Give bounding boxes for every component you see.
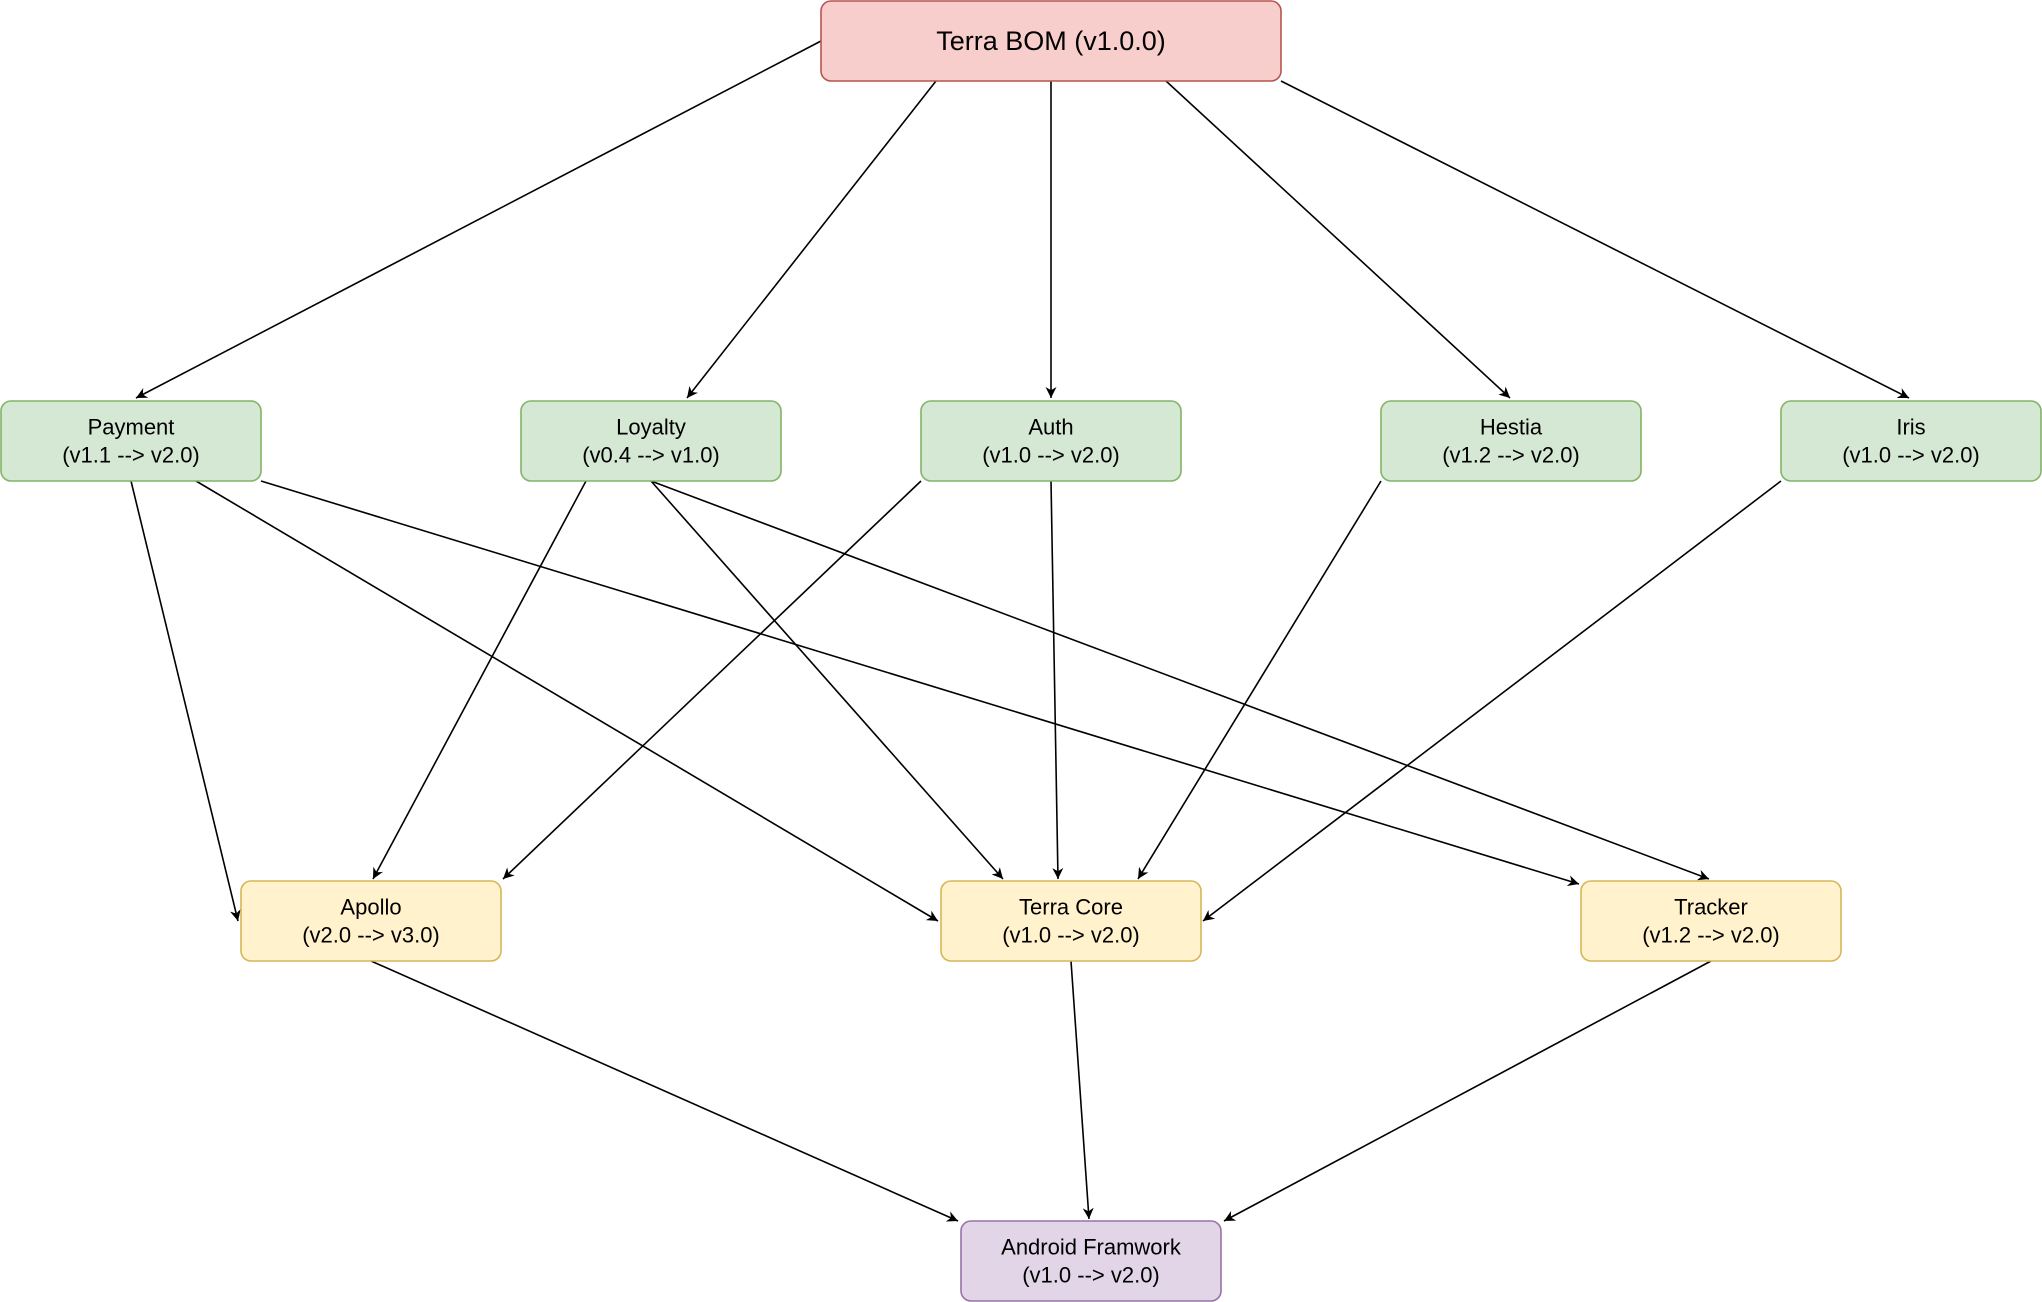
edge-loyalty-to-terracore: [650, 480, 1004, 880]
node-tracker: Tracker (v1.2 --> v2.0): [1580, 880, 1842, 962]
edge-iris-to-terracore: [1202, 480, 1782, 922]
edge-bom-to-payment: [135, 40, 822, 399]
node-version: (v1.0 --> v2.0): [1022, 1263, 1160, 1288]
node-apollo: Apollo (v2.0 --> v3.0): [240, 880, 502, 962]
node-label: Loyalty: [616, 415, 686, 440]
edge-loyalty-to-tracker: [650, 480, 1710, 881]
edge-tracker-to-android: [1223, 960, 1712, 1222]
node-bom: Terra BOM (v1.0.0): [820, 0, 1282, 82]
edge-loyalty-to-apollo: [372, 480, 587, 880]
node-version: (v0.4 --> v1.0): [582, 443, 720, 468]
node-label: Terra BOM (v1.0.0): [936, 26, 1166, 56]
node-box: [960, 1220, 1222, 1302]
node-label: Hestia: [1480, 415, 1543, 440]
node-payment: Payment (v1.1 --> v2.0): [0, 400, 262, 482]
node-terracore: Terra Core (v1.0 --> v2.0): [940, 880, 1202, 962]
node-box: [0, 400, 262, 482]
edge-payment-to-tracker: [260, 480, 1580, 887]
node-box: [520, 400, 782, 482]
node-loyalty: Loyalty (v0.4 --> v1.0): [520, 400, 782, 482]
node-box: [820, 0, 1282, 82]
node-box: [240, 880, 502, 962]
edge-bom-to-iris: [1280, 80, 1910, 399]
edge-apollo-to-android: [370, 960, 959, 1222]
node-hestia: Hestia (v1.2 --> v2.0): [1380, 400, 1642, 482]
node-label: Auth: [1028, 415, 1073, 440]
node-label: Terra Core: [1019, 895, 1123, 920]
node-label: Android Framwork: [1001, 1235, 1182, 1260]
edge-terracore-to-android: [1070, 960, 1094, 1220]
node-version: (v1.2 --> v2.0): [1442, 443, 1580, 468]
node-box: [920, 400, 1182, 482]
edge-payment-to-apollo: [130, 480, 241, 922]
edge-auth-to-terracore: [1050, 480, 1064, 880]
node-box: [1580, 880, 1842, 962]
node-version: (v1.0 --> v2.0): [982, 443, 1120, 468]
node-version: (v1.2 --> v2.0): [1642, 923, 1780, 948]
node-label: Tracker: [1674, 895, 1748, 920]
node-label: Iris: [1896, 415, 1925, 440]
node-version: (v2.0 --> v3.0): [302, 923, 440, 948]
node-version: (v1.1 --> v2.0): [62, 443, 200, 468]
node-label: Apollo: [340, 895, 401, 920]
node-version: (v1.0 --> v2.0): [1002, 923, 1140, 948]
node-version: (v1.0 --> v2.0): [1842, 443, 1980, 468]
node-label: Payment: [88, 415, 175, 440]
node-android: Android Framwork (v1.0 --> v2.0): [960, 1220, 1222, 1302]
node-iris: Iris (v1.0 --> v2.0): [1780, 400, 2042, 482]
node-box: [1780, 400, 2042, 482]
node-auth: Auth (v1.0 --> v2.0): [920, 400, 1182, 482]
edge-hestia-to-terracore: [1137, 480, 1382, 880]
edge-payment-to-terracore: [195, 480, 939, 922]
edge-bom-to-hestia: [1165, 80, 1511, 399]
edge-auth-to-apollo: [502, 480, 922, 880]
node-box: [1380, 400, 1642, 482]
edges-layer: [130, 40, 1910, 1222]
node-box: [940, 880, 1202, 962]
edge-bom-to-loyalty: [686, 80, 937, 399]
